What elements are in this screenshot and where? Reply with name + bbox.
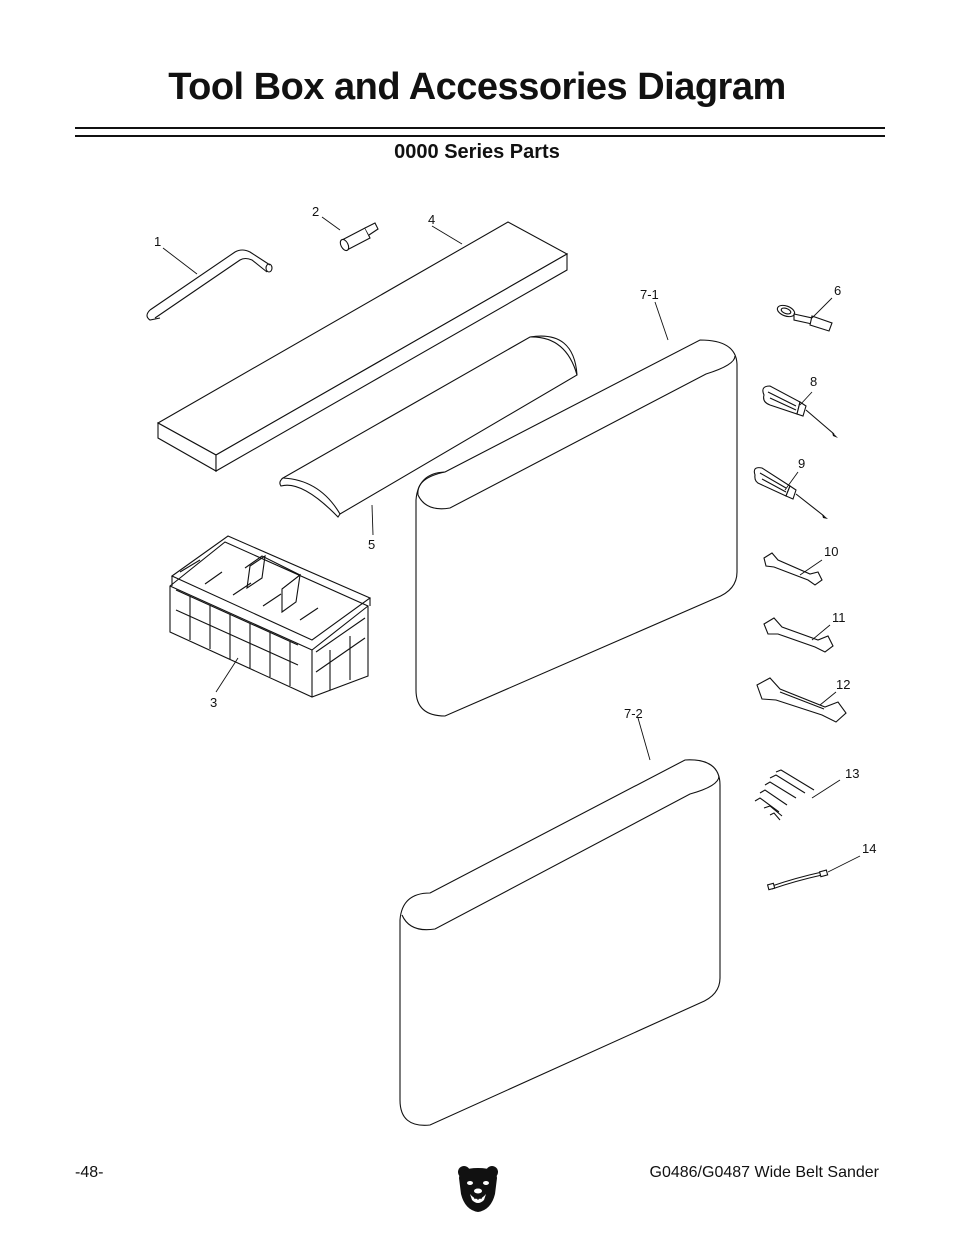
curved-cover-part: 5 xyxy=(279,335,578,552)
bear-head-logo-icon xyxy=(458,1166,498,1212)
callout-3: 3 xyxy=(210,695,217,710)
callout-8: 8 xyxy=(810,374,817,389)
hex-wrench-part: 1 xyxy=(146,234,273,321)
callout-1: 1 xyxy=(154,234,161,249)
platen-board-part: 4 xyxy=(156,212,569,472)
title-rule-top xyxy=(75,127,885,129)
model-name: G0486/G0487 Wide Belt Sander xyxy=(649,1164,879,1181)
title-rule-bottom xyxy=(75,135,885,137)
page-title: Tool Box and Accessories Diagram xyxy=(168,66,786,108)
tool-box-part: 3 xyxy=(169,535,372,710)
hose-part: 14 xyxy=(766,841,876,891)
pin-part: 2 xyxy=(312,204,379,252)
callout-7-2: 7-2 xyxy=(624,706,643,721)
phillips-screwdriver-part: 8 xyxy=(762,374,838,438)
callout-13: 13 xyxy=(845,766,859,781)
hex-wrench-set-part: 13 xyxy=(754,766,859,821)
callout-4: 4 xyxy=(428,212,435,227)
callout-7-1: 7-1 xyxy=(640,287,659,302)
section-title: 0000 Series Parts xyxy=(394,141,560,163)
callout-9: 9 xyxy=(798,456,805,471)
callout-5: 5 xyxy=(368,537,375,552)
small-wrench-part: 10 xyxy=(763,544,838,586)
callout-12: 12 xyxy=(836,677,850,692)
key-part: 6 xyxy=(776,283,841,332)
callout-14: 14 xyxy=(862,841,876,856)
large-wrench-part: 12 xyxy=(756,677,850,723)
medium-wrench-part: 11 xyxy=(763,610,846,653)
sanding-belt-7-2-part: 7-2 xyxy=(399,706,721,1126)
flat-screwdriver-part: 9 xyxy=(753,456,828,519)
sanding-belt-7-1-part: 7-1 xyxy=(415,287,738,717)
callout-10: 10 xyxy=(824,544,838,559)
callout-2: 2 xyxy=(312,204,319,219)
callout-6: 6 xyxy=(834,283,841,298)
callout-11: 11 xyxy=(832,610,846,625)
page-number: -48- xyxy=(75,1164,104,1181)
